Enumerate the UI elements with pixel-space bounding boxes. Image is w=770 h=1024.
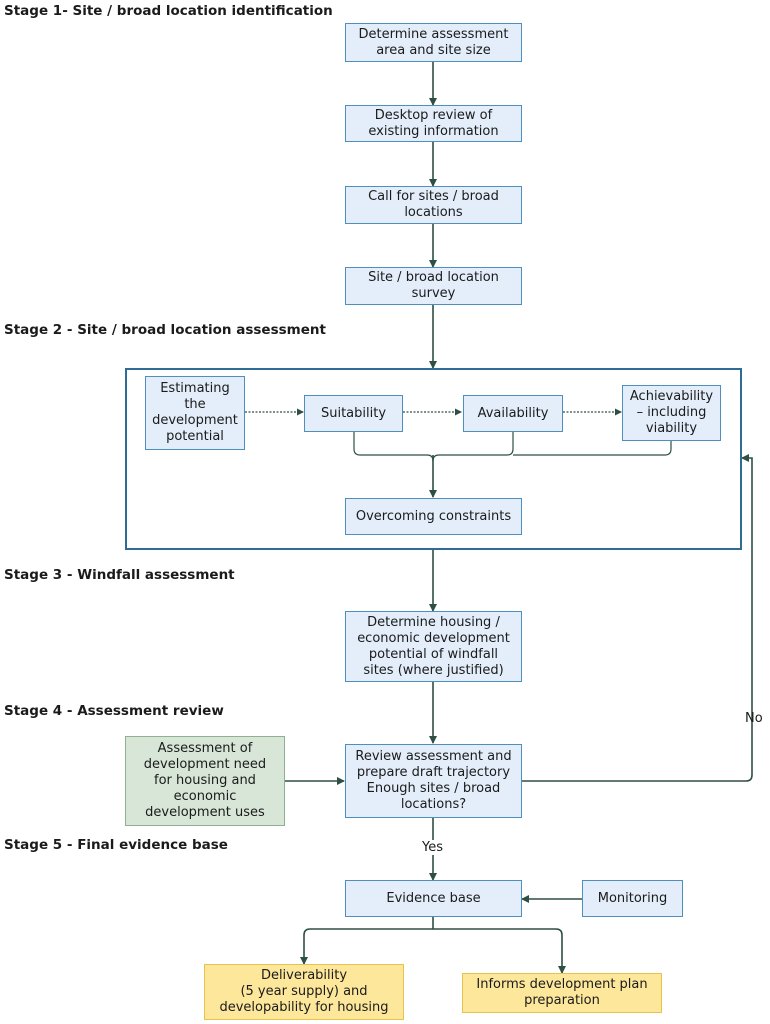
stage-1-heading: Stage 1- Site / broad location identific… [4, 3, 333, 19]
bracket-achievability [513, 441, 672, 456]
stage-3-heading: Stage 3 - Windfall assessment [4, 567, 235, 583]
desktop-review-box: Desktop review of existing information [345, 105, 522, 142]
availability-box: Availability [463, 395, 563, 432]
stage-2-heading: Stage 2 - Site / broad location assessme… [4, 322, 326, 338]
development-need-box: Assessment of development need for housi… [125, 736, 285, 826]
informs-plan-box: Informs development plan preparation [462, 973, 662, 1013]
arrow-evidence-to-informs [433, 928, 566, 974]
overcoming-constraints-box: Overcoming constraints [345, 498, 522, 535]
determine-area-box: Determine assessment area and site size [345, 23, 522, 62]
monitoring-box: Monitoring [582, 880, 683, 917]
estimating-box: Estimating the development potential [145, 376, 245, 450]
assessment-group-frame [125, 368, 742, 550]
no-label: No [745, 711, 763, 726]
site-survey-box: Site / broad location survey [345, 267, 522, 305]
stage-4-heading: Stage 4 - Assessment review [4, 703, 224, 719]
achievability-box: Achievability – including viability [622, 385, 721, 441]
deliverability-box: Deliverability (5 year supply) and devel… [204, 964, 404, 1020]
stage-5-heading: Stage 5 - Final evidence base [4, 837, 228, 853]
arrow-evidence-to-deliverability [300, 917, 434, 965]
suitability-box: Suitability [304, 395, 403, 432]
arrow-no-loop [522, 454, 753, 782]
review-assessment-box: Review assessment and prepare draft traj… [345, 744, 522, 818]
windfall-box: Determine housing / economic development… [345, 611, 522, 682]
yes-label: Yes [421, 840, 444, 855]
evidence-base-box: Evidence base [345, 880, 522, 917]
call-for-sites-box: Call for sites / broad locations [345, 186, 522, 224]
